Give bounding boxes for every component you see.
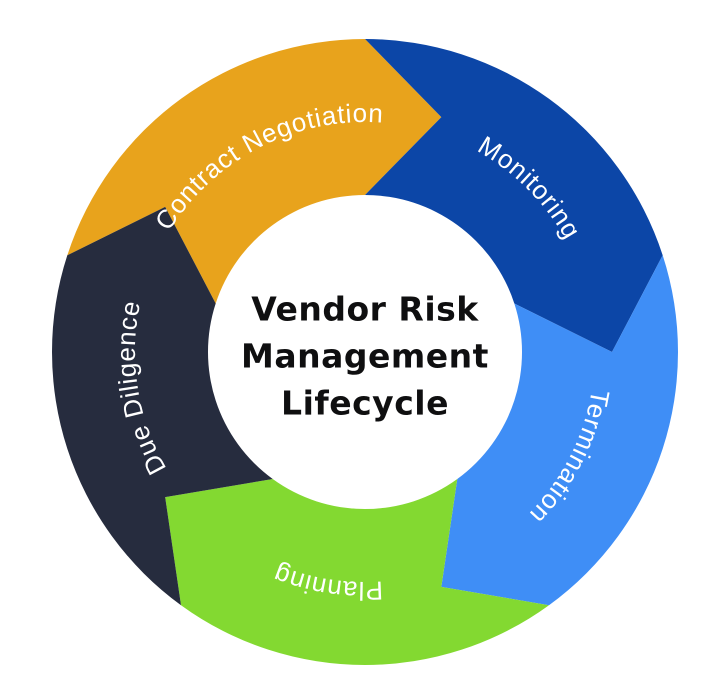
segment-due-diligence [52,206,273,606]
center-title-line-1: Vendor Risk [251,289,479,329]
segments-group [52,39,678,665]
segment-planning [165,479,549,665]
segment-termination [441,255,678,606]
center-title: Vendor Risk Management Lifecycle [241,286,489,427]
segment-contract-negotiation [67,39,442,304]
segment-monitoring [365,39,663,352]
center-title-line-3: Lifecycle [281,383,449,423]
center-title-line-2: Management [241,336,489,376]
